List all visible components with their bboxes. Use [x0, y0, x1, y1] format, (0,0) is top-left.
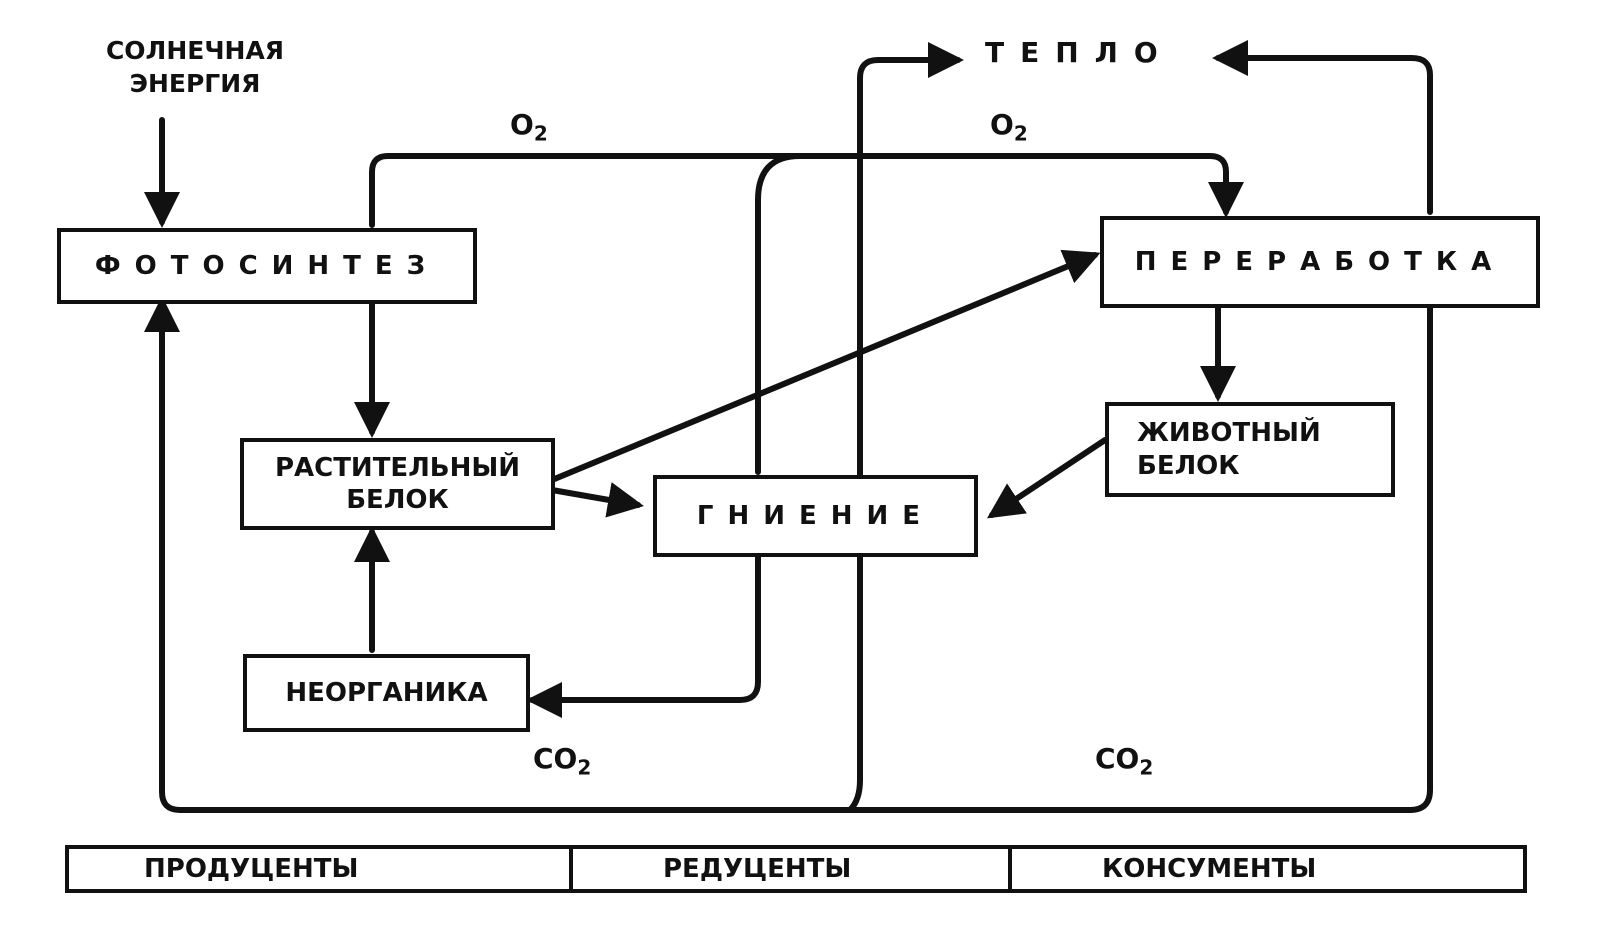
co2-label-left: CO2: [533, 742, 592, 780]
legend-producers: ПРОДУЦЕНТЫ: [144, 854, 359, 884]
line-o2-to-decay: [755, 153, 803, 475]
arrow-co2-to-photosynthesis: [144, 296, 1433, 813]
arrow-reducers-heat: [847, 42, 964, 813]
inorganics-label: НЕОРГАНИКА: [285, 677, 488, 708]
trophic-legend-bar: ПРОДУЦЕНТЫ РЕДУЦЕНТЫ КОНСУМЕНТЫ: [65, 845, 1527, 893]
decay-label: ГНИЕНИЕ: [696, 500, 935, 531]
plant-protein-label: РАСТИТЕЛЬНЫЙ БЕЛОК: [274, 452, 521, 516]
o2-label-left: O2: [510, 108, 548, 146]
animal-protein-box: ЖИВОТНЫЙ БЕЛОК: [1105, 402, 1395, 497]
arrow-decay-to-inorganics: [526, 552, 761, 718]
arrow-plant-protein-to-processing: [549, 249, 1101, 483]
inorganics-box: НЕОРГАНИКА: [243, 654, 530, 732]
co2-label-right: CO2: [1095, 742, 1154, 780]
processing-box: ПЕРЕРАБОТКА: [1100, 216, 1540, 308]
plant-protein-box: РАСТИТЕЛЬНЫЙ БЕЛОК: [240, 438, 555, 530]
photosynthesis-label: ФОТОСИНТЕЗ: [94, 250, 440, 281]
heat-label: ТЕПЛО: [985, 36, 1174, 69]
o2-label-right: O2: [990, 108, 1028, 146]
arrow-o2-to-processing: [369, 153, 1244, 228]
processing-label: ПЕРЕРАБОТКА: [1134, 246, 1506, 277]
photosynthesis-box: ФОТОСИНТЕЗ: [57, 228, 477, 304]
legend-consumers: КОНСУМЕНТЫ: [1008, 849, 1523, 889]
legend-reducers: РЕДУЦЕНТЫ: [569, 849, 1008, 889]
animal-protein-label: ЖИВОТНЫЙ БЕЛОК: [1137, 418, 1321, 481]
solar-energy-label: СОЛНЕЧНАЯ ЭНЕРГИЯ: [105, 36, 285, 98]
arrow-consumers-heat: [1212, 40, 1433, 215]
arrow-animal-protein-to-decay: [987, 437, 1108, 519]
decay-box: ГНИЕНИЕ: [653, 475, 978, 557]
arrow-plant-protein-to-decay: [549, 482, 644, 518]
